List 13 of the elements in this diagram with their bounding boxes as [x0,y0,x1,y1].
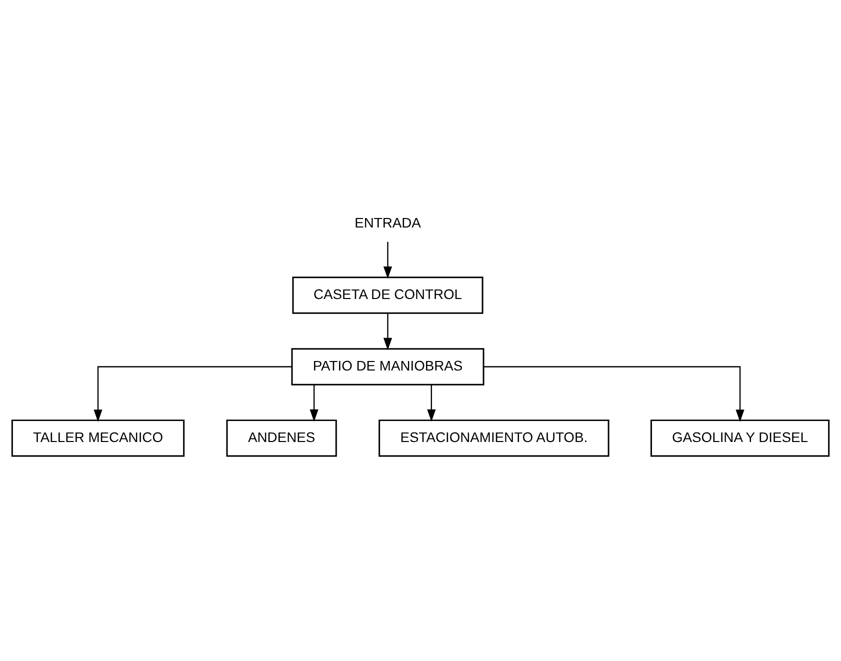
node-box: CASETA DE CONTROL [292,276,484,314]
arrow [94,366,292,422]
node-text: ENTRADA [354,214,421,230]
node-box: PATIO DE MANIOBRAS [291,348,484,385]
arrow [484,366,744,422]
node-box: ESTACIONAMIENTO AUTOB. [378,419,610,456]
node-box: TALLER MECANICO [11,419,185,456]
node-box: GASOLINA Y DIESEL [650,419,830,456]
arrow [383,312,392,350]
arrow [310,384,318,422]
node-box: ANDENES [226,419,337,456]
arrow [383,241,392,278]
arrow [427,384,436,422]
